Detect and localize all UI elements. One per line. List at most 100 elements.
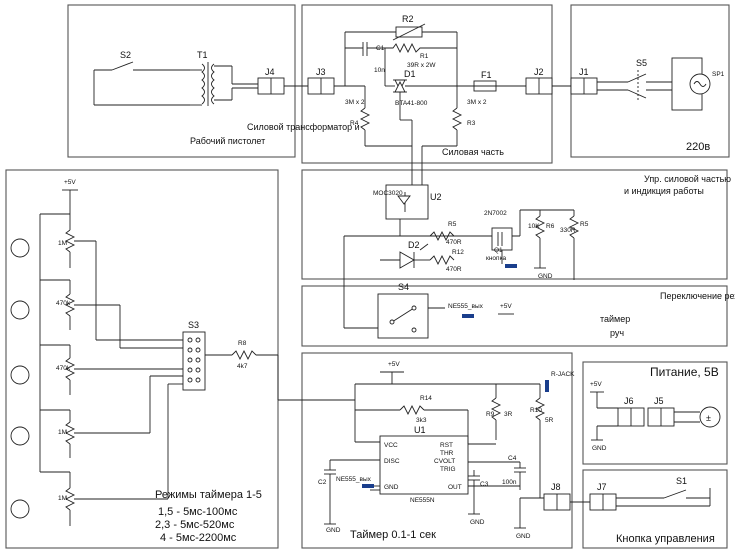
fuse-f1: F1 xyxy=(457,70,526,92)
resistor-r3: 3M x 2 R3 xyxy=(422,86,487,147)
resistor-r14: R14 3k3 xyxy=(355,395,468,424)
connector-j1: J1 xyxy=(570,67,598,95)
pot-value-2: 470k xyxy=(56,300,71,307)
rjack-tag: R-JACK xyxy=(545,371,575,392)
transformer-title-1: Силовой трансформатор и xyxy=(247,122,360,132)
block-supply xyxy=(582,361,728,465)
capacitor-c4: C4 100n xyxy=(502,455,526,490)
s3-label: S3 xyxy=(188,320,199,330)
vcc-timer-label: +5V xyxy=(388,361,400,368)
mode-title-1: Переключение режимов xyxy=(660,291,735,301)
pin-rst: RST xyxy=(440,442,453,449)
j1-label: J1 xyxy=(579,67,589,77)
connector-j7: J7 xyxy=(589,482,617,511)
timers-line-1: 1,5 - 5мс-100мс xyxy=(158,506,238,518)
transformer-t1: T1 xyxy=(190,50,258,106)
connector-j3: J3 xyxy=(307,67,335,95)
control-title-1: Упр. силовой частью xyxy=(644,174,731,184)
pin-disc: DISC xyxy=(384,458,400,465)
r8-value: 4k7 xyxy=(237,363,248,370)
switch-s1: S1 xyxy=(616,476,711,507)
j8-label: J8 xyxy=(551,482,561,492)
potentiometer-3: 3 470k xyxy=(10,345,96,395)
switch-s5: S5 xyxy=(597,58,672,100)
optocoupler-u2: MOC3020 U2 xyxy=(373,184,442,220)
varistor-r2: R2 xyxy=(345,14,457,41)
r5-label: R5 xyxy=(448,221,457,228)
pin-cvolt: CVOLT xyxy=(434,458,455,465)
block-transformer xyxy=(67,4,296,158)
d2-label: D2 xyxy=(408,240,420,250)
timers-line-3: 4 - 5мс-2200мс xyxy=(160,532,237,544)
pot-value-5: 1M xyxy=(58,495,67,502)
r6-value: 10K xyxy=(528,223,540,230)
resistor-r1: R1 39R x 2W xyxy=(385,42,457,69)
r3-value: 3M x 2 xyxy=(467,99,487,106)
r1-label: R1 xyxy=(420,53,429,60)
rjack-label: R-JACK xyxy=(551,371,575,378)
block-timer1 xyxy=(301,352,573,549)
vcc-mode: +5V xyxy=(498,303,514,315)
c2-label: C2 xyxy=(318,479,327,486)
q1-label: Q1 xyxy=(494,247,503,254)
u1-value: NE555N xyxy=(410,497,435,504)
gnd-timer-1: GND xyxy=(324,520,341,534)
s5-label: S5 xyxy=(636,58,647,68)
j2-label: J2 xyxy=(534,67,544,77)
r5b-label: R5 xyxy=(580,221,589,228)
ne555-tag-mode: NE555_вых xyxy=(448,303,484,318)
selector-s3: S3 xyxy=(182,320,206,391)
connector-j2: J2 xyxy=(525,67,553,95)
resistor-r6: R6 10K xyxy=(528,210,555,264)
connector-j6: J6 xyxy=(617,396,645,427)
potentiometer-5: 5 1M xyxy=(10,472,96,526)
mosfet-q1: 2N7002 Q1 xyxy=(484,210,513,254)
resistor-r12: R12 470R xyxy=(429,249,464,273)
pot-value-1: 1M xyxy=(58,240,67,247)
resistor-r4: 3M x 2 R4 xyxy=(345,86,412,147)
capacitor-c1: C1 10n xyxy=(345,42,385,74)
power-title: Силовая часть xyxy=(442,147,504,157)
pot-value-3: 470k xyxy=(56,365,71,372)
gnd-control-label: GND xyxy=(538,273,553,280)
transformer-title-2: Рабочий пистолет xyxy=(190,136,265,146)
connector-j8: J8 xyxy=(543,482,571,511)
resistor-r5-330: R5 330R xyxy=(560,210,589,280)
pin-thr: THR xyxy=(440,450,454,457)
switch-s4: S4 xyxy=(377,282,429,339)
vcc-pots-label: +5V xyxy=(64,179,76,186)
r6-label: R6 xyxy=(546,223,555,230)
button-tag-label: кнопка xyxy=(486,255,507,262)
r9-value: 3R xyxy=(504,411,513,418)
connector-j5: J5 xyxy=(647,396,675,427)
r14-label: R14 xyxy=(420,395,432,402)
mode-title-2: таймер xyxy=(600,314,630,324)
timer1-title: Таймер 0.1-1 сек xyxy=(350,529,436,541)
r8-label: R8 xyxy=(238,340,247,347)
r10-label: R10 xyxy=(530,407,542,414)
ne555-tag-label: NE555_вых xyxy=(448,303,484,310)
gnd-timer-3-label: GND xyxy=(516,533,531,540)
led-d2: D2 xyxy=(343,236,430,328)
control-title-2: и индикция работы xyxy=(624,186,704,196)
resistor-r9: R9 3R xyxy=(486,384,513,440)
r12-label: R12 xyxy=(452,249,464,256)
gnd-timer-2-label: GND xyxy=(470,519,485,526)
r2-label: R2 xyxy=(402,14,414,24)
j5-label: J5 xyxy=(654,396,664,406)
q1-value: 2N7002 xyxy=(484,210,507,217)
d1-value: BTA41-800 xyxy=(395,100,428,107)
j6-label: J6 xyxy=(624,396,634,406)
gnd-supply-label: GND xyxy=(592,445,607,452)
u2-value: MOC3020 xyxy=(373,190,403,197)
c3-label: C3 xyxy=(480,481,489,488)
capacitor-c2: C2 xyxy=(318,460,336,520)
c4-label: C4 xyxy=(508,455,517,462)
potentiometer-2: 2 470k xyxy=(10,280,96,330)
d1-label: D1 xyxy=(404,69,416,79)
block-control xyxy=(301,169,728,280)
ne555-tag-timer: NE555_вых xyxy=(336,476,374,488)
f1-label: F1 xyxy=(481,70,492,80)
mains-label: 220в xyxy=(686,141,710,153)
